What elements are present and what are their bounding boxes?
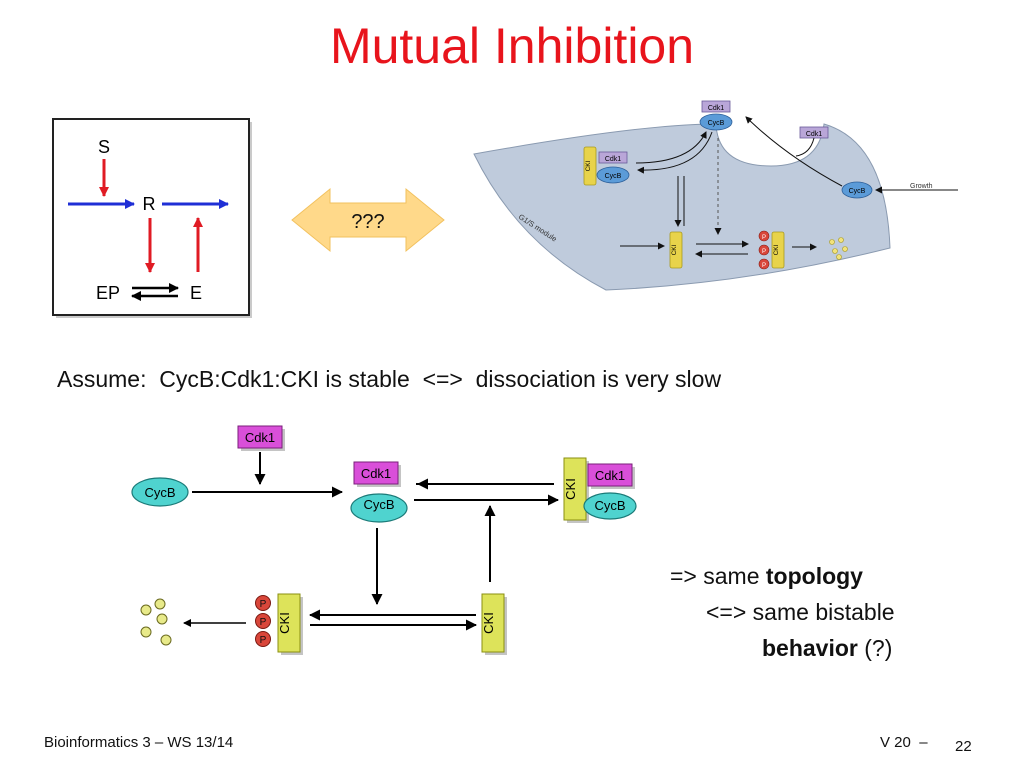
bottom-cki-label: CKI (671, 244, 678, 255)
phosphate-1 (255, 595, 271, 611)
note-line-2: <=> same bistable (706, 599, 895, 625)
phosphate-3 (255, 631, 271, 647)
label-e: E (190, 283, 202, 303)
degradation-fragments (140, 598, 172, 646)
module-phosphate-3 (758, 258, 770, 270)
slide-title: Mutual Inhibition (329, 18, 695, 74)
lower-reaction-diagram: Cdk1 CycB Cdk1 CycB CKI Cdk1 CycB P P P … (131, 425, 637, 655)
left-cycb-label: CycB (605, 173, 622, 180)
comparison-label: ??? (351, 211, 384, 233)
free-cki (481, 593, 505, 653)
left-cki-label: CKI (585, 160, 592, 171)
growth-cycb (841, 181, 873, 199)
phosphate-1-label: P (260, 599, 267, 610)
trimer-cki (563, 457, 587, 521)
complex-cdk1-box (353, 461, 399, 485)
note-line-3: behavior (?) (762, 635, 892, 662)
footer-page-number: 22 (955, 738, 972, 755)
degradation-products (829, 237, 848, 260)
phospho-cki-label: CKI (773, 244, 780, 255)
mutual-inhibition-box: S R EP E (52, 118, 252, 318)
free-cki-text: CKI (481, 612, 496, 634)
left-cdk1-label: Cdk1 (605, 156, 621, 163)
trimer-cdk1-text: Cdk1 (595, 468, 625, 483)
top-to-complex-arrow (637, 131, 713, 174)
bottom-cki (669, 231, 683, 269)
trimer-cdk1-box (587, 463, 633, 487)
top-cdk1 (701, 100, 731, 113)
note-line-1: => same topology (670, 563, 863, 590)
module-phosphate-2 (758, 244, 770, 256)
phospho-cki (277, 593, 301, 653)
free-cdk1-label: Cdk1 (806, 131, 822, 138)
growth-label: Growth (910, 183, 933, 190)
phospho-cki (771, 231, 785, 269)
complex-cycb (350, 493, 408, 523)
cycb-to-cdk1-arrow (745, 116, 843, 187)
complex-cycb-text: CycB (363, 497, 394, 512)
free-cycb-text: CycB (144, 485, 175, 500)
top-cdk1-label: Cdk1 (708, 105, 724, 112)
label-ep: EP (96, 283, 120, 303)
g1s-module-diagram: G1/S module Cdk1 CycB Cdk1 CycB Growth C… (473, 100, 958, 291)
note-topology: topology (765, 563, 863, 589)
label-r: R (143, 194, 156, 214)
phospho-cki-text: CKI (277, 612, 292, 634)
left-cdk1 (598, 151, 628, 164)
trimer-cycb-text: CycB (594, 498, 625, 513)
note-behavior: behavior (762, 635, 858, 661)
label-s: S (98, 137, 110, 157)
footer-course: Bioinformatics 3 – WS 13/14 (44, 734, 234, 751)
complex-cdk1-text: Cdk1 (361, 466, 391, 481)
phosphate-2 (255, 613, 271, 629)
note-line-3-suffix: (?) (857, 635, 893, 661)
growth-cycb-label: CycB (849, 188, 866, 195)
top-cycb (699, 113, 733, 131)
module-phosphate-1-label: P (762, 235, 766, 241)
assumption-text: Assume: CycB:Cdk1:CKI is stable <=> diss… (57, 366, 722, 392)
free-cdk1-box (237, 425, 283, 449)
free-cdk1-text: Cdk1 (245, 430, 275, 445)
cdk1-join-line (795, 137, 815, 157)
trimer-cki-text: CKI (563, 478, 578, 500)
module-phosphate-2-label: P (762, 249, 766, 255)
phosphate-3-label: P (260, 635, 267, 646)
module-phosphate-3-label: P (762, 263, 766, 269)
comparison-double-arrow: ??? (291, 187, 445, 253)
complex-to-top-arrow (635, 131, 707, 164)
trimer-cycb (583, 492, 637, 520)
footer-lecture: V 20 – (880, 734, 928, 751)
left-cycb (596, 166, 630, 184)
module-phosphate-1 (758, 230, 770, 242)
top-cycb-label: CycB (708, 120, 725, 127)
left-cki (583, 146, 597, 186)
note-line-1-prefix: => same (670, 563, 766, 589)
phosphate-2-label: P (260, 617, 267, 628)
free-cycb (131, 477, 189, 507)
